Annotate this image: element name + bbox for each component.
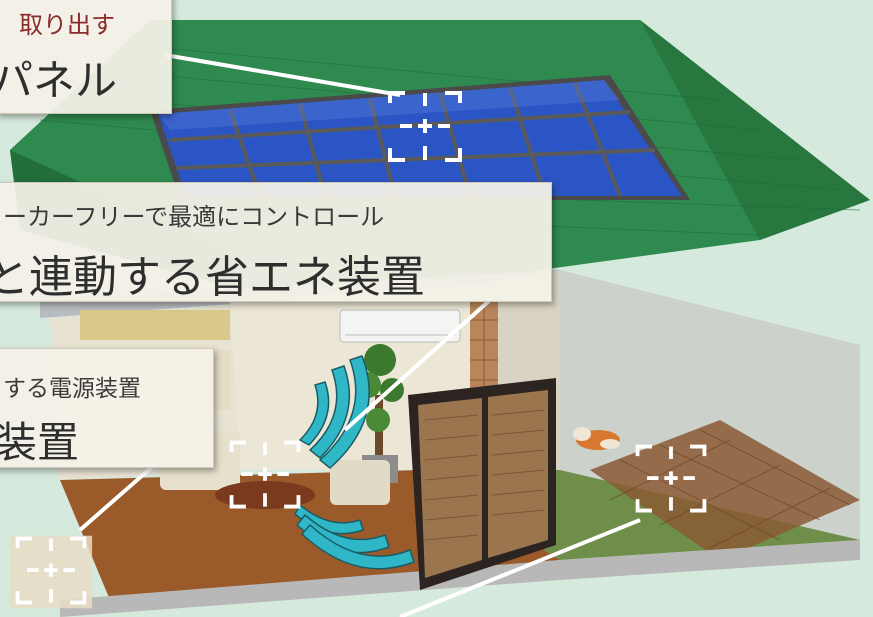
wireless-signal-icon <box>294 355 415 570</box>
callout-solar-subtitle: 取り出す <box>19 11 115 39</box>
air-conditioner <box>339 309 461 343</box>
callout-power-title: 装置 <box>0 418 80 467</box>
callout-solar-title: パネル <box>0 56 118 105</box>
callout-power-subtitle: する電源装置 <box>3 376 141 402</box>
sliding-glass-door <box>408 378 556 590</box>
callout-energy-saving[interactable]: ーカーフリーで最適にコントロール と連動する省エネ装置 <box>0 182 552 303</box>
callout-energy-title: と連動する省エネ装置 <box>0 252 425 303</box>
solar-panel-array <box>150 75 690 200</box>
callout-solar-panel[interactable]: 取り出す パネル <box>0 0 172 114</box>
callout-power-supply[interactable]: する電源装置 装置 <box>0 348 214 468</box>
crosshair-target-icon[interactable] <box>222 436 308 516</box>
crosshair-target-icon[interactable] <box>8 532 94 612</box>
crosshair-target-icon[interactable] <box>628 440 714 520</box>
callout-leader-lines <box>78 53 641 617</box>
crosshair-target-icon[interactable] <box>380 88 470 168</box>
sleeping-cat <box>573 427 620 450</box>
callout-energy-subtitle: ーカーフリーで最適にコントロール <box>3 203 385 231</box>
